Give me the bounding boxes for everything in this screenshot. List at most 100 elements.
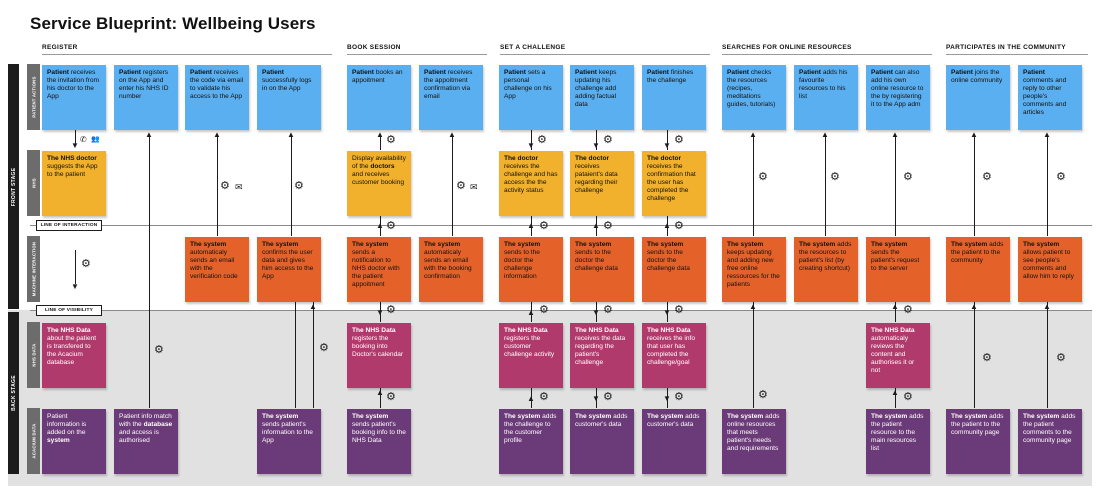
arrow-up-icon: ▲ [376, 388, 384, 397]
nhs-data-note: The NHS Data registers the customer chal… [499, 323, 563, 388]
connector-line [895, 388, 896, 408]
nhs-note: The doctor receives the challenge and ha… [499, 151, 563, 216]
connector-line [149, 136, 150, 408]
connector-line [313, 302, 314, 408]
note-bold: The system [1023, 241, 1060, 248]
page-title: Service Blueprint: Wellbeing Users [30, 14, 316, 33]
acacium-data-note: The system sends patient's booking info … [347, 409, 411, 474]
note-text: receives the data regarding the patient'… [575, 335, 626, 367]
note-text: sends patient's information to the App [262, 421, 313, 445]
nhs-note: The NHS doctor suggests the App to the p… [42, 151, 106, 216]
arrow-up-icon: ▲ [145, 130, 153, 139]
connector-line [667, 130, 668, 150]
users-icon: 👥 [91, 136, 100, 143]
arrow-up-icon: ▲ [970, 130, 978, 139]
note-text: sends to the doctor the challenge data [575, 249, 618, 273]
patient-action-note: Patient keeps updating his challenge add… [570, 65, 634, 130]
gear-icon: ⚙ [903, 171, 913, 183]
note-bold: The system [871, 241, 908, 248]
note-bold: system [47, 437, 70, 445]
connector-line [291, 136, 292, 236]
connector-line [380, 302, 381, 322]
connector-line [75, 250, 76, 284]
note-bold: Patient [352, 69, 374, 76]
arrow-up-icon: ▲ [527, 394, 535, 403]
note-bold: Patient [1023, 69, 1045, 76]
acacium-data-note: The system adds the patient to the commu… [946, 409, 1010, 474]
note-text: adds online resources that meets patient… [727, 413, 780, 453]
connector-line [1047, 302, 1048, 408]
note-text: and access is authorised [119, 429, 159, 445]
gear-icon: ⚙ [903, 391, 913, 403]
patient-action-note: Patient comments and reply to other peop… [1018, 65, 1082, 130]
note-bold: Patient [951, 69, 973, 76]
back-stage-bar: BACK STAGE [8, 312, 19, 474]
arrow-up-icon: ▲ [891, 130, 899, 139]
note-text: registers the booking into Doctor's cale… [352, 335, 404, 359]
note-bold: Patient [190, 69, 212, 76]
note-bold: database [143, 421, 173, 429]
machine-note: The system sends the patient's request t… [866, 237, 930, 302]
note-text: adds customer's data [575, 413, 628, 429]
machine-note: The system automaticaly sends an email w… [419, 237, 483, 302]
gear-icon: ⚙ [386, 391, 396, 403]
note-bold: The system [951, 241, 988, 248]
note-text: receives the confirmation that the user … [647, 163, 696, 203]
note-bold: Patient [799, 69, 821, 76]
line-of-visibility [30, 310, 1092, 311]
gear-icon: ⚙ [982, 352, 992, 364]
note-bold: The NHS Data [504, 327, 548, 334]
machine-note: The system sends to the doctor the chall… [499, 237, 563, 302]
arrow-up-icon: ▲ [1043, 130, 1051, 139]
note-bold: The NHS Data [575, 327, 619, 334]
note-bold: The system [575, 413, 612, 420]
gear-icon: ⚙ [603, 134, 613, 146]
note-text: receives the code via email to validate … [190, 69, 244, 101]
connector-line [380, 136, 381, 150]
phase-community: PARTICIPATES IN THE COMMUNITY [946, 44, 1066, 51]
phase-divider [946, 54, 1088, 55]
note-bold: Patient [647, 69, 669, 76]
nhs-note: The doctor receives the confirmation tha… [642, 151, 706, 216]
gear-icon: ⚙ [830, 171, 840, 183]
acacium-data-note: The system adds the patient resource to … [866, 409, 930, 474]
note-bold: The system [352, 413, 389, 420]
acacium-data-note: The system adds customer's data [570, 409, 634, 474]
line-of-interaction-label: LINE OF INTERACTION [36, 220, 102, 231]
note-bold: Patient [504, 69, 526, 76]
machine-note: The system adds the resources to patient… [794, 237, 858, 302]
arrow-down-icon: ▼ [663, 141, 671, 150]
note-text: receives the appoitment confirmation via… [424, 69, 473, 101]
note-text: adds the patient to the community [951, 241, 1004, 265]
arrow-up-icon: ▲ [287, 130, 295, 139]
arrow-down-icon: ▼ [592, 308, 600, 317]
nhs-data-note: The NHS Data automaticaly reviews the co… [866, 323, 930, 388]
lane-patient-actions: PATIENT ACTIONS [27, 64, 40, 130]
note-text: suggests the App to the patient [47, 163, 98, 179]
gear-icon: ⚙ [903, 304, 913, 316]
machine-note: The system automaticaly sends an email w… [185, 237, 249, 302]
gear-icon: ⚙ [674, 220, 684, 232]
phase-divider [722, 54, 932, 55]
note-bold: The NHS Data [47, 327, 91, 334]
patient-action-note: Patient adds his favourite resources to … [794, 65, 858, 130]
lane-label: NHS [31, 178, 36, 188]
connector-line [452, 136, 453, 236]
connector-line [596, 130, 597, 150]
connector-line [895, 136, 896, 236]
note-text: can also add his own online resource to … [871, 69, 924, 109]
connector-line [753, 136, 754, 236]
note-bold: The system [647, 241, 684, 248]
phase-searches-resources: SEARCHES FOR ONLINE RESOURCES [722, 44, 852, 51]
mail-icon: ✉ [470, 182, 478, 192]
machine-note: The system adds the patient to the commu… [946, 237, 1010, 302]
arrow-up-icon: ▲ [376, 130, 384, 139]
phase-divider [500, 54, 710, 55]
note-text: Patient info match with the [119, 413, 172, 429]
note-bold: Patient [424, 69, 446, 76]
machine-note: The system sends to the doctor the chall… [570, 237, 634, 302]
arrow-up-icon: ▲ [663, 221, 671, 230]
arrow-up-icon: ▲ [821, 130, 829, 139]
note-bold: Patient [47, 69, 69, 76]
note-bold: Patient [575, 69, 597, 76]
